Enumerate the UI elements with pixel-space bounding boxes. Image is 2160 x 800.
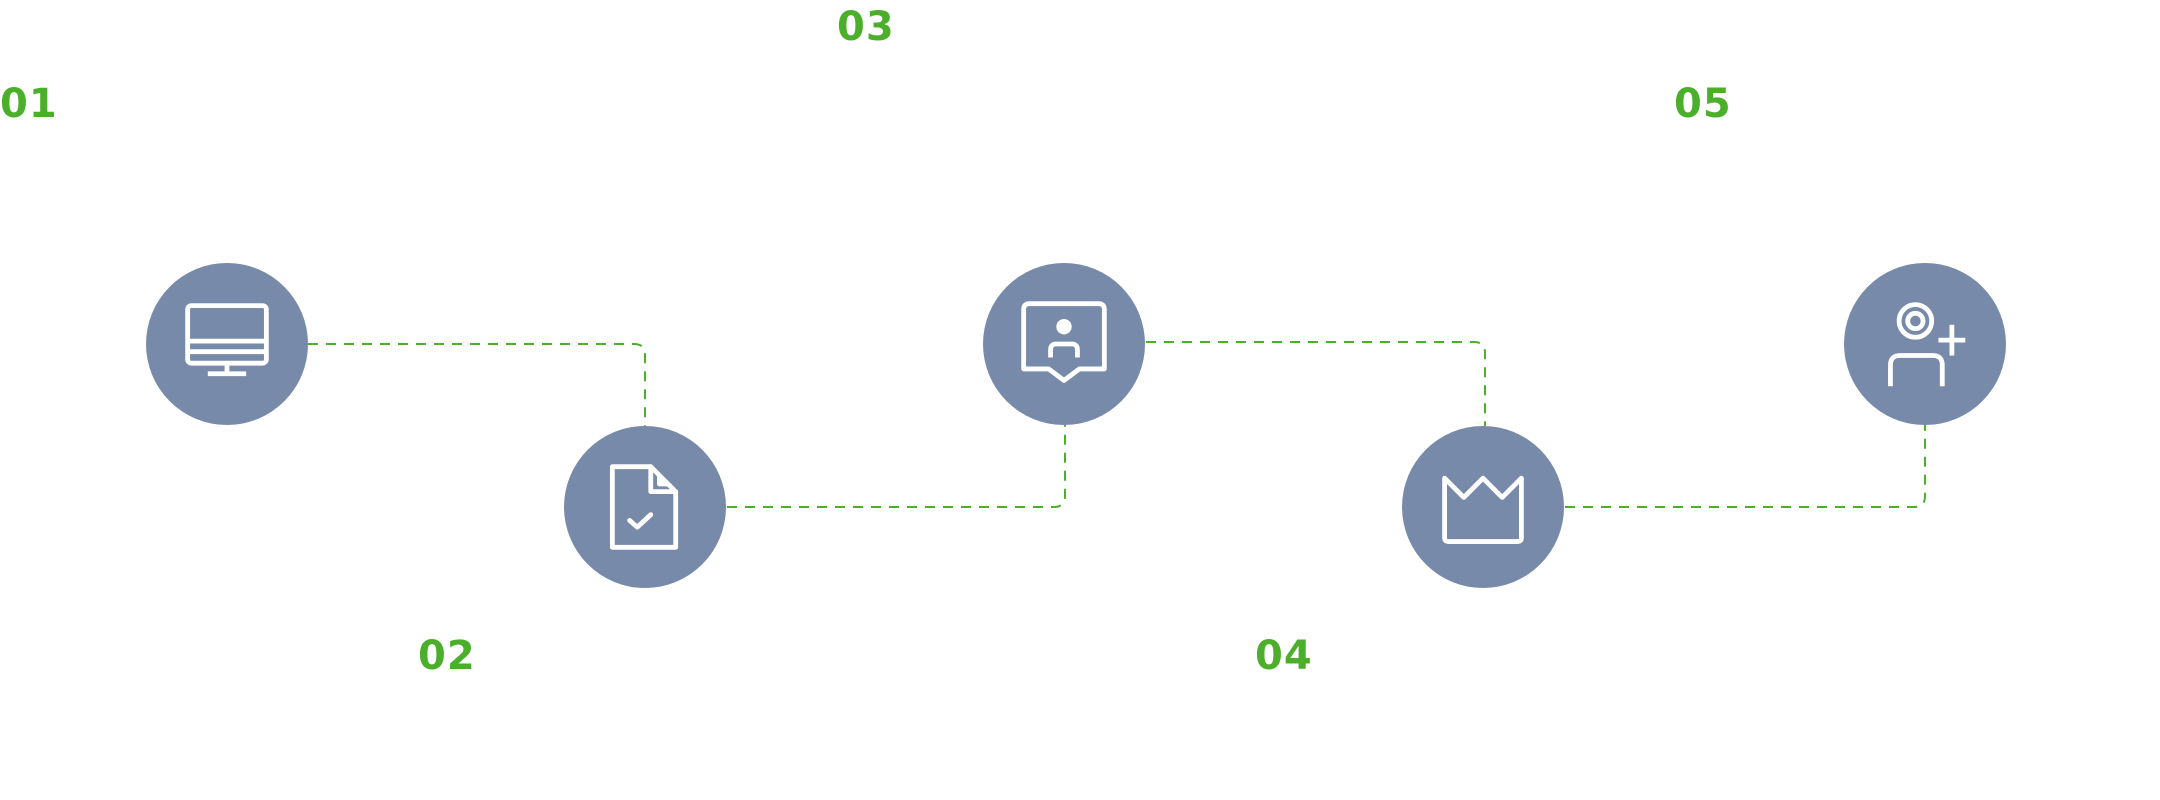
step-circle-05 [1844, 263, 2006, 425]
connector-04-05 [1565, 425, 1926, 508]
connector-01-02 [308, 343, 646, 428]
step-number-02: 02 [418, 633, 476, 679]
step-number-03: 03 [837, 4, 895, 50]
step-number-04: 04 [1255, 633, 1313, 679]
step-circle-02 [564, 426, 726, 588]
step-circle-03 [983, 263, 1145, 425]
step-number-05: 05 [1674, 81, 1732, 127]
file-check-icon [609, 464, 679, 550]
crown-icon [1442, 475, 1524, 544]
connector-02-03 [727, 425, 1066, 508]
monitor-icon [185, 303, 269, 377]
step-circle-04 [1402, 426, 1564, 588]
connector-03-04 [1146, 341, 1486, 426]
step-number-01: 01 [0, 81, 58, 127]
user-presentation-icon [1021, 301, 1107, 383]
step-circle-01 [146, 263, 308, 425]
user-add-icon [1888, 302, 1966, 387]
